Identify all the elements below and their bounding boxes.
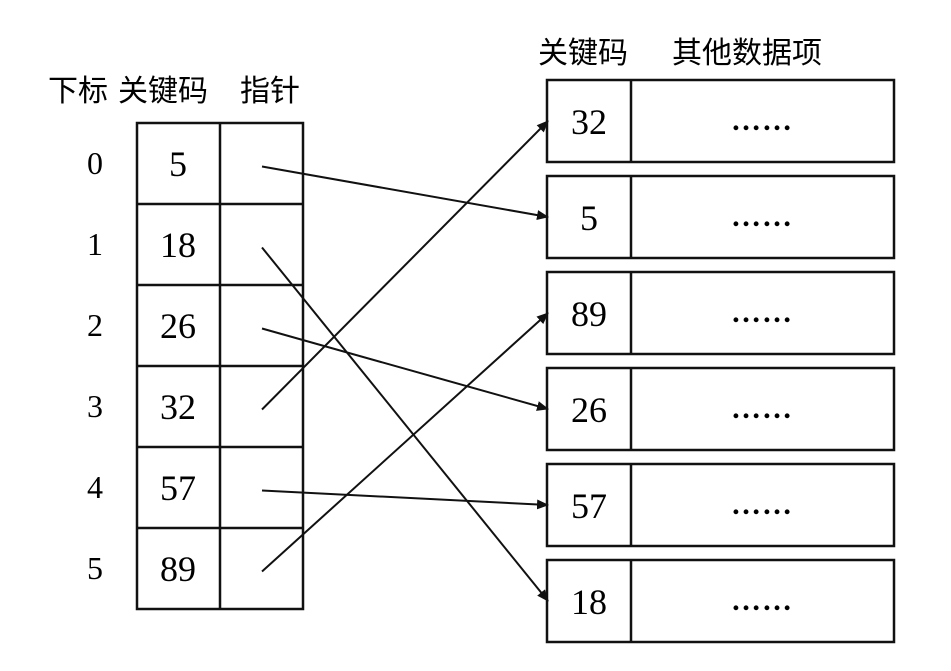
index-table-rows: 0 5 1 18 2 26 3 32 4 57 5 89 [87,144,196,589]
pointer-arrow [261,120,549,411]
pointer-arrow [261,327,549,411]
index-number: 0 [87,145,103,181]
index-number: 4 [87,469,103,505]
index-number: 2 [87,307,103,343]
record-other-data: …… [731,200,793,233]
pointer-arrow [261,246,549,602]
index-key: 26 [160,306,196,346]
record-other-data: …… [731,392,793,425]
record-key: 18 [571,582,607,622]
index-key: 57 [160,468,196,508]
index-key: 89 [160,549,196,589]
header-index-label: 下标 [48,74,108,109]
index-key: 32 [160,387,196,427]
index-number: 3 [87,388,103,424]
record-key: 89 [571,294,607,334]
pointer-arrows [261,120,549,602]
record-other-data: …… [731,584,793,617]
index-table [135,121,305,611]
header-key-label-right: 关键码 [538,36,628,71]
record-boxes [545,78,896,644]
index-number: 1 [87,226,103,262]
record-key: 26 [571,390,607,430]
header-other-data-label: 其他数据项 [672,36,822,71]
index-key: 5 [169,144,187,184]
header-key-label-left: 关键码 [118,74,208,109]
index-number: 5 [87,550,103,586]
record-other-data: …… [731,488,793,521]
pointer-arrow [261,165,549,221]
record-other-data: …… [731,104,793,137]
header-pointer-label: 指针 [240,74,300,109]
index-key: 18 [160,225,196,265]
record-rows: 32 …… 5 …… 89 …… 26 …… 57 …… 18 …… [571,102,793,622]
record-other-data: …… [731,296,793,329]
pointer-arrow [261,312,549,573]
record-key: 5 [580,198,598,238]
pointer-arrow [261,489,549,510]
record-box [545,174,896,260]
record-key: 32 [571,102,607,142]
record-key: 57 [571,486,607,526]
